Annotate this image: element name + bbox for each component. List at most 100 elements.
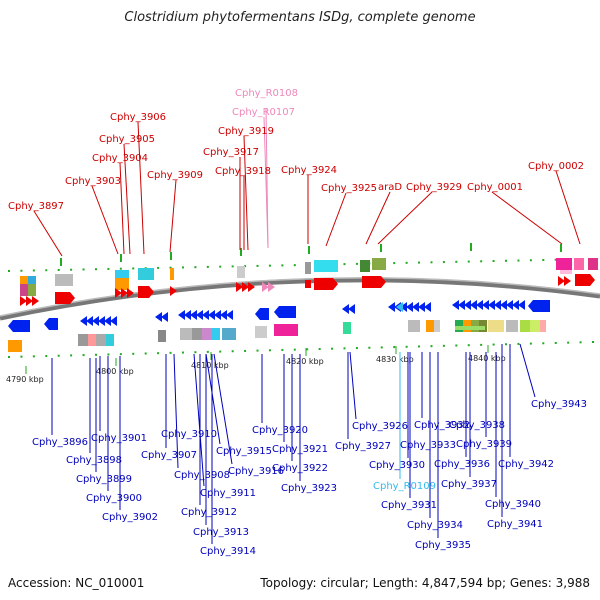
reverse-grid-dot <box>157 352 160 355</box>
reverse-gene-label: Cphy_3939 <box>456 439 512 450</box>
forward-gene-arrow <box>362 276 386 288</box>
reverse-grid-dot <box>442 344 445 347</box>
forward-gene-label: Cphy_3909 <box>147 170 203 181</box>
reverse-feature-box <box>222 328 236 340</box>
reverse-gene-label: Cphy_3913 <box>193 527 249 538</box>
reverse-feature-box <box>520 320 530 332</box>
reverse-gene-label: Cphy_3912 <box>181 507 237 518</box>
reverse-gene-arrow <box>528 300 550 312</box>
reverse-gene-label: Cphy_3914 <box>200 546 256 557</box>
forward-feature-box <box>55 274 73 286</box>
forward-leader-line <box>169 179 177 253</box>
forward-gene-label: Cphy_3904 <box>92 153 148 164</box>
reverse-gene-label: Cphy_3937 <box>441 479 497 490</box>
reverse-grid-dot <box>169 351 172 354</box>
forward-grid-dot <box>405 261 408 264</box>
reverse-grid-dot <box>32 355 35 358</box>
forward-gene-arrow <box>248 282 255 292</box>
reverse-gene-arrow <box>178 310 185 320</box>
forward-gene-arrow <box>305 280 311 288</box>
reverse-gene-label: Cphy_3943 <box>531 399 587 410</box>
forward-leader-line <box>263 116 269 249</box>
reverse-gene-label: Cphy_3921 <box>272 444 328 455</box>
reverse-grid-dot <box>20 355 23 358</box>
forward-leader-line <box>33 210 63 257</box>
reverse-gene-arrow <box>452 300 459 310</box>
forward-feature-box <box>237 266 245 278</box>
reverse-grid-dot <box>181 351 184 354</box>
reverse-gene-label: Cphy_3938 <box>449 420 505 431</box>
reverse-gene-label: Cphy_3902 <box>102 512 158 523</box>
reverse-gene-arrow <box>400 302 407 312</box>
reverse-gene-arrow <box>464 300 471 310</box>
reverse-grid-dot <box>57 354 60 357</box>
leader-line-layer <box>33 107 581 544</box>
reverse-leader-line <box>193 353 205 487</box>
forward-leader-line <box>243 135 249 251</box>
reverse-grid-dot <box>144 352 147 355</box>
reverse-gene-arrow <box>208 310 215 320</box>
reverse-gene-arrow <box>196 310 203 320</box>
reverse-feature-box <box>506 320 518 332</box>
reverse-gene-arrow <box>418 302 425 312</box>
forward-leader-line <box>555 170 581 245</box>
forward-feature-box <box>314 260 338 272</box>
forward-gene-label: Cphy_3903 <box>65 176 121 187</box>
forward-leader-line <box>123 143 131 255</box>
reverse-feature-box <box>286 324 298 336</box>
forward-leader-line <box>365 191 391 245</box>
forward-feature-box <box>138 268 154 280</box>
reverse-grid-dot <box>8 356 10 358</box>
topology-summary: Topology: circular; Length: 4,847,594 bp… <box>260 576 590 590</box>
reverse-gene-arrow <box>482 300 489 310</box>
forward-grid-dot <box>542 259 545 262</box>
reverse-gene-label: Cphy_3901 <box>91 433 147 444</box>
reverse-gene-arrow <box>220 310 227 320</box>
forward-grid-dot <box>467 260 470 263</box>
reverse-gene-arrow <box>44 318 58 330</box>
reverse-gene-label: Cphy_3911 <box>200 488 256 499</box>
forward-grid-dot <box>517 259 520 262</box>
forward-grid-dot <box>20 269 23 272</box>
reverse-grid-dot <box>244 349 247 352</box>
reverse-grid-dot <box>331 347 334 350</box>
reverse-gene-label: Cphy_3940 <box>485 499 541 510</box>
forward-gene-label: Cphy_R0108 <box>235 88 298 99</box>
feature-layer <box>8 258 598 352</box>
forward-rna-arrow <box>268 282 275 292</box>
forward-grid-dot <box>480 260 483 263</box>
reverse-feature-box <box>274 324 286 336</box>
reverse-gene-arrow <box>155 312 162 322</box>
forward-gene-arrow <box>236 282 243 292</box>
genome-backbone-highlight <box>0 277 600 317</box>
forward-marker <box>380 244 382 252</box>
reverse-gene-label: Cphy_3907 <box>141 450 197 461</box>
forward-feature-box <box>115 278 129 290</box>
reverse-gene-arrow <box>110 316 117 326</box>
reverse-feature-box <box>192 328 202 340</box>
reverse-gene-label: Cphy_3932 <box>414 420 470 431</box>
reverse-gene-label: Cphy_3936 <box>434 459 490 470</box>
reverse-gene-arrow <box>255 308 269 320</box>
forward-gene-arrow <box>115 288 122 298</box>
forward-grid-dot <box>45 269 48 272</box>
forward-grid-dot <box>281 264 284 267</box>
forward-leader-line <box>491 191 563 245</box>
forward-grid-dot <box>554 258 557 261</box>
reverse-grid-dot <box>405 345 408 348</box>
reverse-leader-line <box>213 353 233 465</box>
reverse-grid-dot <box>318 348 321 351</box>
reverse-grid-dot <box>281 348 284 351</box>
forward-feature-box <box>20 276 28 288</box>
reverse-grid-dot <box>45 355 48 358</box>
reverse-gene-label: Cphy_3899 <box>76 474 132 485</box>
forward-leader-line <box>91 185 119 255</box>
forward-grid-dot <box>418 261 421 264</box>
forward-feature-box <box>28 276 36 288</box>
forward-grid-dot <box>343 263 346 266</box>
reverse-gene-arrow <box>488 300 495 310</box>
reverse-gene-label: Cphy_R0109 <box>373 481 436 492</box>
forward-feature-box <box>28 284 36 296</box>
reverse-gene-label: Cphy_3930 <box>369 460 425 471</box>
forward-grid-dot <box>529 259 532 262</box>
